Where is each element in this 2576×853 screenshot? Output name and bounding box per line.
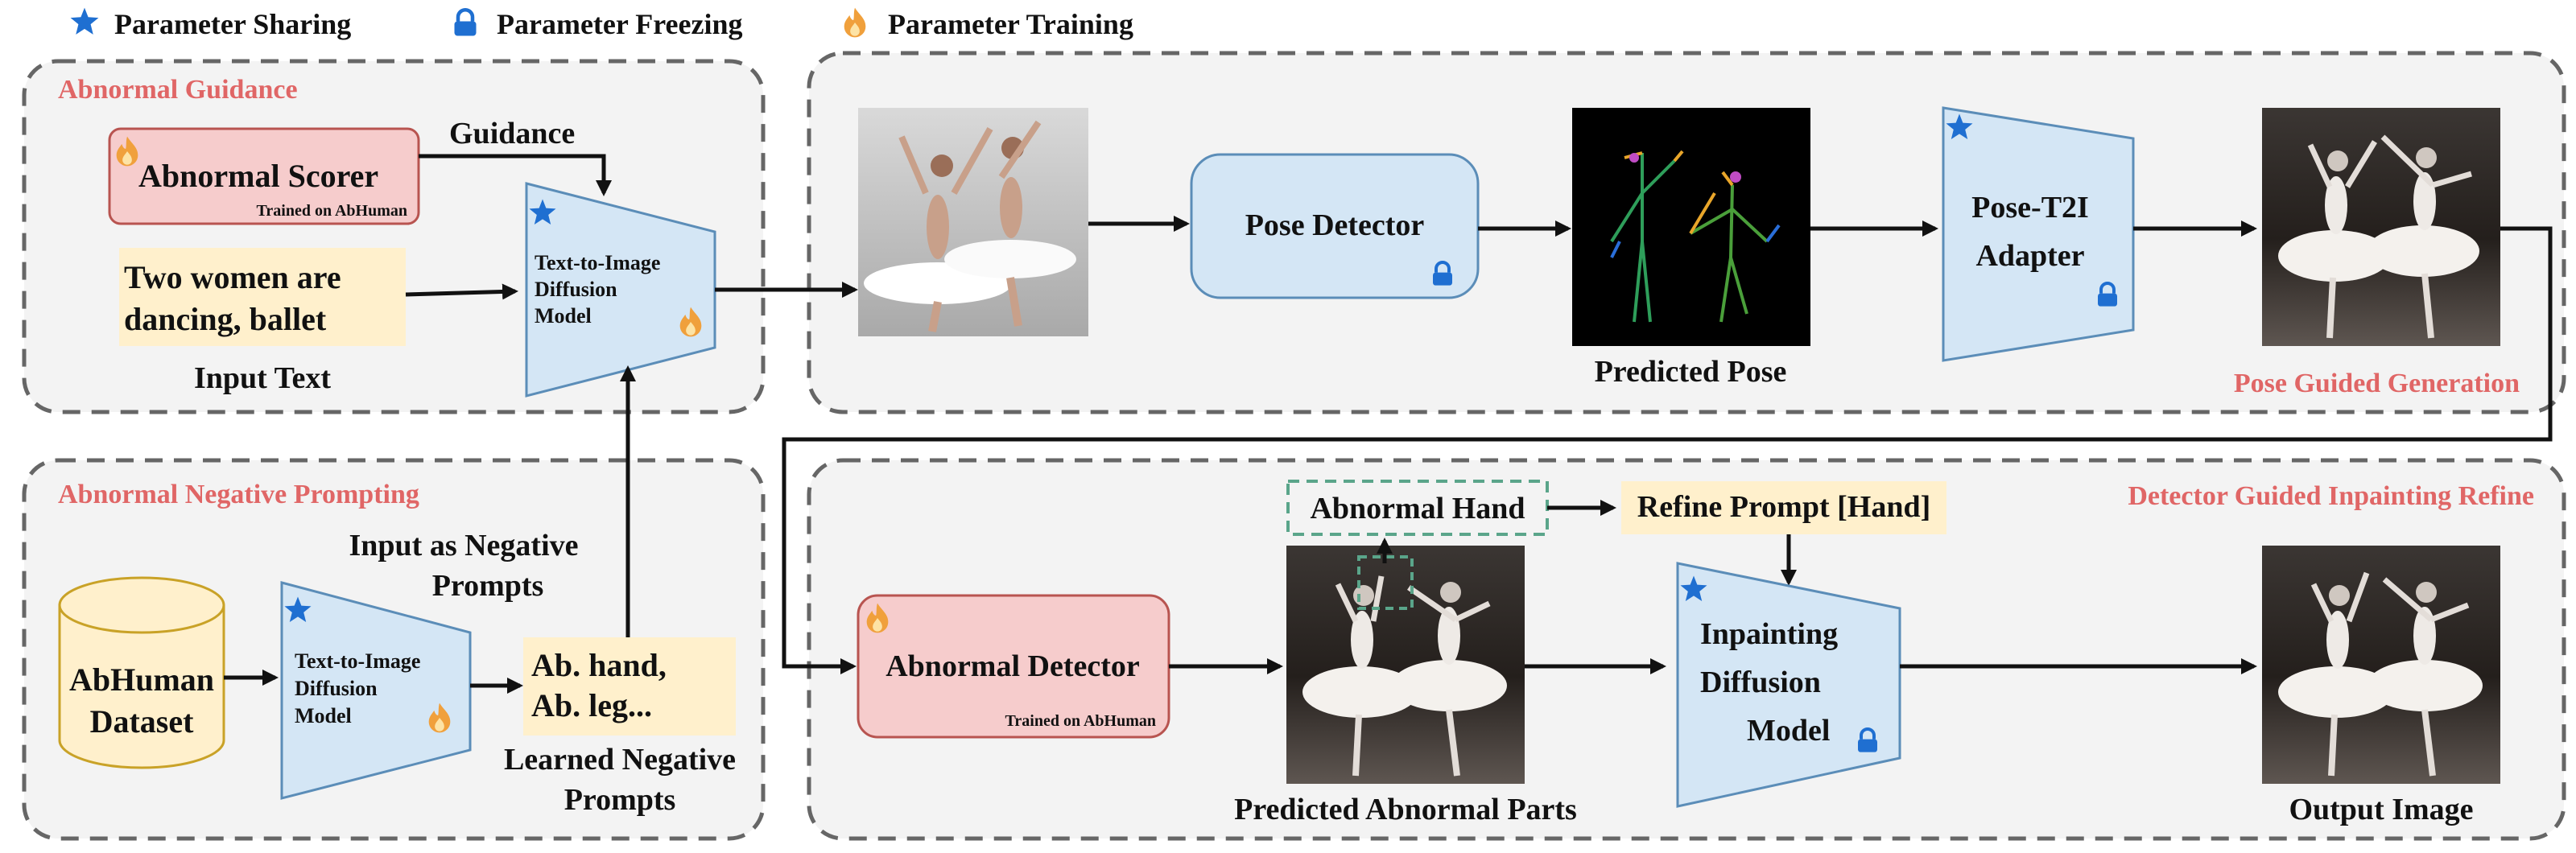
guidance-label: Guidance	[449, 117, 575, 150]
guidance-t2i-model	[525, 182, 716, 398]
predicted-parts-label: Predicted Abnormal Parts	[1234, 793, 1577, 826]
refine-prompt-label: Refine Prompt [Hand]	[1637, 490, 1931, 524]
adapter-line2: Adapter	[1975, 239, 2084, 273]
negative-t2i-line1: Text-to-Image	[295, 649, 420, 673]
detected-hand-highlight	[1357, 555, 1414, 610]
inpainting-refine-title: Detector Guided Inpainting Refine	[2128, 481, 2534, 511]
input-text-arrow	[405, 283, 518, 300]
star-icon	[70, 7, 99, 35]
guidance-t2i-line3: Model	[535, 304, 592, 328]
inpainting-diffusion-model	[1676, 562, 1901, 808]
row-connector-arrow	[782, 226, 2553, 674]
legend: Parameter Sharing Parameter Freezing Par…	[70, 7, 1133, 40]
flame-icon	[844, 7, 866, 38]
abnormal-scorer-box	[108, 127, 420, 225]
predicted-parts-image	[1286, 546, 1525, 784]
pose-detector-box	[1190, 153, 1480, 299]
inpaint-line3: Model	[1747, 714, 1830, 748]
input-text-line1: Two women are	[124, 259, 341, 295]
abnormal-guidance-title: Abnormal Guidance	[58, 75, 298, 105]
guidance-arrow	[419, 154, 612, 196]
inpaint-line1: Inpainting	[1700, 617, 1838, 651]
generated-image	[858, 108, 1088, 336]
predicted-pose-image	[1572, 108, 1810, 346]
abnormal-scorer-label: Abnormal Scorer	[138, 158, 378, 194]
pose-detector-label: Pose Detector	[1245, 208, 1425, 242]
refine-prompt-box	[1621, 481, 1946, 534]
output-image-label: Output Image	[2289, 793, 2473, 826]
abnormal-hand-label: Abnormal Hand	[1310, 492, 1525, 525]
input-text-line2: dancing, ballet	[124, 301, 327, 337]
abnormal-detector-label: Abnormal Detector	[886, 649, 1140, 683]
pose-t2i-adapter	[1942, 106, 2135, 362]
learned-line2: Prompts	[564, 783, 676, 817]
negative-t2i-line2: Diffusion	[295, 677, 378, 700]
negative-t2i-model	[280, 581, 472, 800]
adapter-line1: Pose-T2I	[1971, 191, 2089, 225]
lock-icon	[455, 10, 477, 35]
pose-guided-image	[2262, 108, 2500, 346]
inpaint-line2: Diffusion	[1700, 666, 1821, 699]
prompts-line2: Ab. leg...	[531, 687, 652, 723]
dataset-line2: Dataset	[90, 703, 195, 740]
output-image	[2262, 546, 2500, 784]
guidance-t2i-line1: Text-to-Image	[535, 251, 660, 274]
negative-t2i-line3: Model	[295, 704, 352, 727]
learned-prompts-box	[523, 637, 736, 736]
negative-input-line1: Input as Negative	[349, 529, 578, 562]
abhuman-dataset-cylinder	[58, 576, 225, 769]
legend-sharing-label: Parameter Sharing	[114, 8, 351, 40]
prompts-line1: Ab. hand,	[531, 647, 667, 683]
dataset-line1: AbHuman	[69, 661, 214, 698]
guidance-t2i-line2: Diffusion	[535, 278, 617, 301]
predicted-pose-label: Predicted Pose	[1595, 355, 1787, 389]
abnormal-detector-note: Trained on AbHuman	[1005, 712, 1156, 730]
abnormal-scorer-note: Trained on AbHuman	[257, 202, 407, 220]
pose-guided-title: Pose Guided Generation	[2234, 369, 2520, 398]
legend-freezing-label: Parameter Freezing	[497, 8, 743, 40]
learned-line1: Learned Negative	[504, 743, 736, 777]
input-text-box	[119, 248, 406, 346]
negative-prompting-title: Abnormal Negative Prompting	[58, 480, 419, 509]
negative-input-line2: Prompts	[432, 569, 544, 603]
input-text-label: Input Text	[194, 361, 331, 395]
legend-training-label: Parameter Training	[888, 8, 1133, 40]
